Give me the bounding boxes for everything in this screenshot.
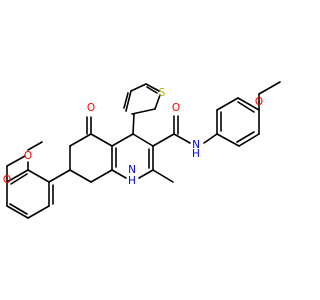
h-ring-label: H [128, 175, 136, 187]
molecule-structure: O S O N H O O O N H [3, 81, 281, 219]
o-methoxy-left-lower-label: O [3, 174, 11, 186]
o-ketone-label: O [87, 102, 95, 114]
s-thiophene-label: S [159, 87, 166, 99]
h-amide-label: H [192, 148, 200, 160]
bond-lines [6, 81, 281, 219]
o-methoxy-right-label: O [255, 96, 263, 108]
o-methoxy-left-upper-label: O [24, 150, 32, 162]
n-ring-label: N [128, 164, 136, 176]
o-amide-label: O [172, 102, 180, 114]
n-amide-label: N [192, 139, 200, 151]
atom-labels: O S O N H O O O N H [3, 87, 263, 187]
